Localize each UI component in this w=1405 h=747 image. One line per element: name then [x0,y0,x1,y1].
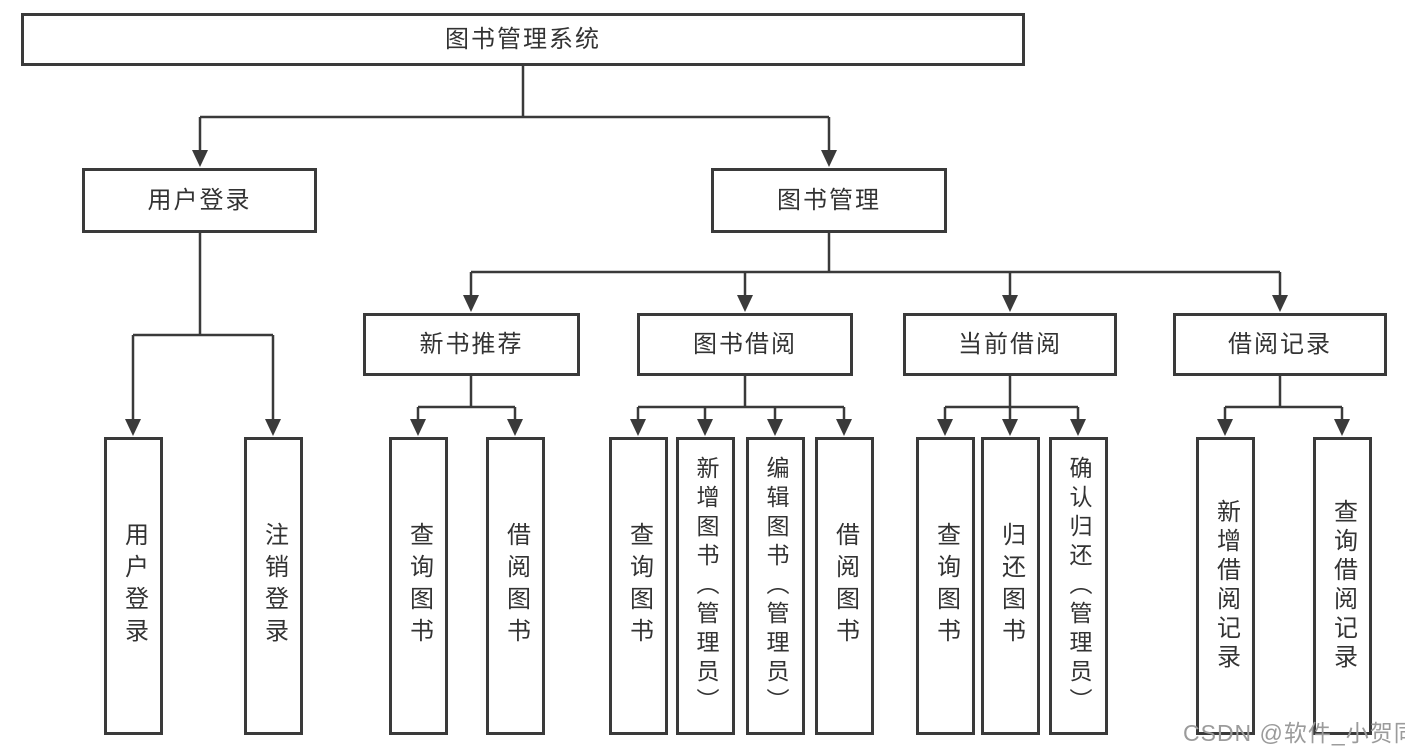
node-new-book-recommend: 新书推荐 [363,313,580,376]
leaf-logout: 注销登录 [244,437,303,735]
leaf-add-borrow-record: 新增借阅记录 [1196,437,1255,735]
leaf-label: 借阅图书 [831,522,859,650]
leaf-borrow-books: 借阅图书 [815,437,874,735]
csdn-watermark: CSDN @软件_小贺同学 [1183,720,1405,746]
node-label: 新书推荐 [419,330,524,358]
leaf-label: 查询图书 [405,522,433,650]
leaf-label: 编辑图书（管理员） [763,455,789,717]
node-borrowing-records: 借阅记录 [1173,313,1387,376]
node-book-borrowing: 图书借阅 [637,313,853,376]
leaf-query-books-borrow: 查询图书 [609,437,668,735]
leaf-label: 借阅图书 [502,522,530,650]
leaf-label: 查询图书 [932,522,960,650]
leaf-label: 查询图书 [625,522,653,650]
node-label: 当前借阅 [958,330,1062,358]
leaf-add-books-admin: 新增图书（管理员） [676,437,735,735]
node-label: 借阅记录 [1228,330,1332,358]
leaf-borrow-books-recommend: 借阅图书 [486,437,545,735]
arrowheads [125,150,1350,436]
leaf-label: 用户登录 [120,522,148,650]
leaf-label: 新增图书（管理员） [693,455,719,717]
leaf-query-books-current: 查询图书 [916,437,975,735]
node-label: 图书借阅 [693,330,797,358]
leaf-label: 新增借阅记录 [1212,499,1240,673]
node-label: 用户登录 [147,186,252,214]
node-current-borrowing: 当前借阅 [903,313,1117,376]
leaf-label: 查询借阅记录 [1329,499,1357,673]
leaf-label: 注销登录 [260,522,288,650]
leaf-label: 确认归还（管理员） [1066,455,1092,717]
leaf-edit-books-admin: 编辑图书（管理员） [746,437,805,735]
leaf-return-books: 归还图书 [981,437,1040,735]
node-label: 图书管理系统 [445,25,601,53]
leaf-query-borrow-record: 查询借阅记录 [1313,437,1372,735]
node-label: 图书管理 [777,186,881,214]
node-book-management: 图书管理 [711,168,947,233]
leaf-user-login: 用户登录 [104,437,163,735]
leaf-query-books-recommend: 查询图书 [389,437,448,735]
node-user-login: 用户登录 [82,168,317,233]
leaf-label: 归还图书 [997,522,1025,650]
node-root-system: 图书管理系统 [21,13,1025,66]
leaf-confirm-return-admin: 确认归还（管理员） [1049,437,1108,735]
